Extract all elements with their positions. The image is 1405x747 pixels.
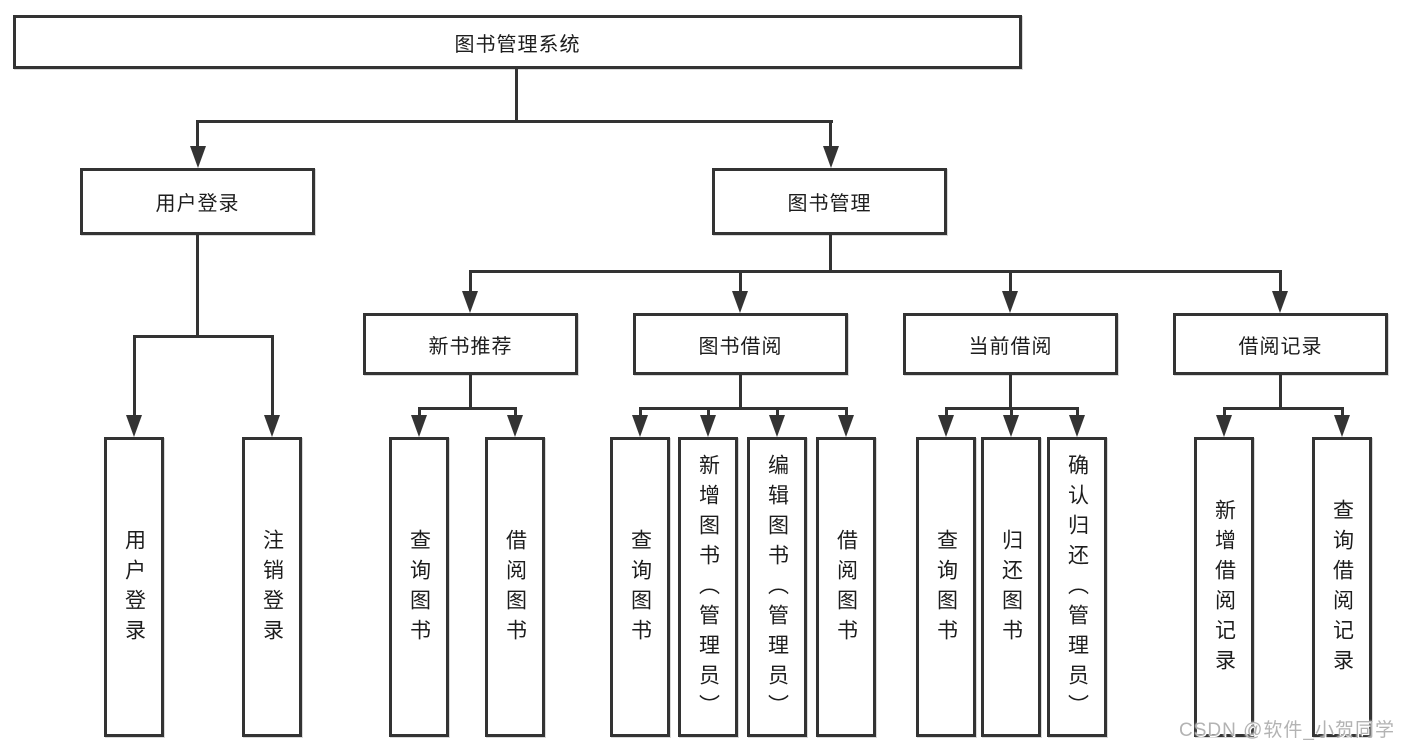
arrowhead-cb-leaf1	[938, 415, 954, 437]
leaf-label: 编辑图书（管理员）	[765, 454, 789, 724]
leaf-add-books-admin: 新增图书（管理员）	[678, 437, 738, 737]
node-library-management-system: 图书管理系统	[13, 15, 1022, 69]
edge-new-book-recommend-stem	[469, 375, 472, 407]
edge-cb-leaf3	[1076, 407, 1079, 417]
edge-to-current-borrow	[1009, 270, 1012, 293]
leaf-query-borrow-record: 查询借阅记录	[1312, 437, 1372, 737]
edge-book-borrow-stem	[739, 375, 742, 407]
node-new-book-recommend: 新书推荐	[363, 313, 578, 375]
arrowhead-bb-leaf1	[632, 415, 648, 437]
edge-bb-leaf1	[639, 407, 642, 417]
node-label: 图书管理系统	[454, 33, 581, 56]
edge-br-leaf2	[1341, 407, 1344, 417]
node-label: 当前借阅	[968, 335, 1053, 358]
edge-new-book-recommend-crossbar	[418, 407, 517, 410]
arrowhead-br-leaf1	[1216, 415, 1232, 437]
arrowhead-bb-leaf3	[769, 415, 785, 437]
leaf-label: 查询图书	[934, 529, 958, 649]
edge-to-borrow-records	[1279, 270, 1282, 293]
edge-to-leaf-user-login	[133, 335, 136, 417]
leaf-label: 新增借阅记录	[1212, 499, 1236, 679]
edge-to-book-borrow	[739, 270, 742, 293]
edge-current-borrow-stem	[1009, 375, 1012, 407]
edge-borrow-records-stem	[1279, 375, 1282, 407]
edge-root-crossbar	[196, 120, 833, 123]
edge-to-book-management	[829, 120, 832, 148]
leaf-label: 用户登录	[122, 529, 146, 649]
leaf-label: 新增图书（管理员）	[696, 454, 720, 724]
edge-cb-leaf1	[945, 407, 948, 417]
arrowhead-to-current-borrow	[1002, 291, 1018, 313]
edge-bb-leaf2	[707, 407, 710, 417]
node-borrow-records: 借阅记录	[1173, 313, 1388, 375]
leaf-confirm-return-admin: 确认归还（管理员）	[1047, 437, 1107, 737]
arrowhead-to-new-book-recommend	[462, 291, 478, 313]
arrowhead-br-leaf2	[1334, 415, 1350, 437]
arrowhead-to-borrow-records	[1272, 291, 1288, 313]
arrowhead-cb-leaf3	[1069, 415, 1085, 437]
arrowhead-nbr-leaf1	[411, 415, 427, 437]
edge-user-login-crossbar	[133, 335, 274, 338]
edge-cb-leaf2	[1010, 407, 1013, 417]
node-book-management: 图书管理	[712, 168, 947, 235]
leaf-label: 查询借阅记录	[1330, 499, 1354, 679]
leaf-logout: 注销登录	[242, 437, 302, 737]
leaf-label: 查询图书	[628, 529, 652, 649]
node-label: 图书借阅	[698, 335, 783, 358]
arrowhead-nbr-leaf2	[507, 415, 523, 437]
arrowhead-cb-leaf2	[1003, 415, 1019, 437]
node-label: 借阅记录	[1238, 335, 1323, 358]
arrowhead-bb-leaf2	[700, 415, 716, 437]
leaf-edit-books-admin: 编辑图书（管理员）	[747, 437, 807, 737]
leaf-query-books-recommend: 查询图书	[389, 437, 449, 737]
leaf-label: 注销登录	[260, 529, 284, 649]
node-label: 用户登录	[155, 193, 240, 215]
arrowhead-to-book-borrow	[732, 291, 748, 313]
csdn-watermark: CSDN @软件_小贺同学	[1179, 720, 1395, 741]
edge-nbr-leaf1	[418, 407, 421, 417]
leaf-user-login: 用户登录	[104, 437, 164, 737]
edge-root-stem	[515, 69, 518, 120]
edge-nbr-leaf2	[514, 407, 517, 417]
edge-borrow-records-crossbar	[1223, 407, 1344, 410]
node-user-login: 用户登录	[80, 168, 315, 235]
leaf-return-books: 归还图书	[981, 437, 1041, 737]
arrowhead-to-leaf-logout	[264, 415, 280, 437]
node-label: 新书推荐	[428, 335, 513, 358]
leaf-label: 借阅图书	[503, 529, 527, 649]
edge-to-user-login	[196, 120, 199, 148]
edge-br-leaf1	[1223, 407, 1226, 417]
edge-book-borrow-crossbar	[639, 407, 848, 410]
leaf-query-books-borrow: 查询图书	[610, 437, 670, 737]
leaf-borrow-books-recommend: 借阅图书	[485, 437, 545, 737]
node-label: 图书管理	[787, 193, 872, 215]
leaf-add-borrow-record: 新增借阅记录	[1194, 437, 1254, 737]
leaf-label: 确认归还（管理员）	[1065, 454, 1089, 724]
edge-bb-leaf4	[845, 407, 848, 417]
leaf-borrow-books: 借阅图书	[816, 437, 876, 737]
edge-book-management-stem	[829, 235, 832, 270]
edge-bb-leaf3	[776, 407, 779, 417]
leaf-label: 归还图书	[999, 529, 1023, 649]
arrowhead-to-leaf-user-login	[126, 415, 142, 437]
arrowhead-to-user-login	[190, 146, 206, 168]
arrowhead-to-book-management	[823, 146, 839, 168]
leaf-label: 借阅图书	[834, 529, 858, 649]
edge-to-leaf-logout	[271, 335, 274, 417]
arrowhead-bb-leaf4	[838, 415, 854, 437]
node-book-borrow: 图书借阅	[633, 313, 848, 375]
edge-user-login-stem	[196, 235, 199, 335]
edge-to-new-book-recommend	[469, 270, 472, 293]
edge-book-management-crossbar	[469, 270, 1282, 273]
node-current-borrow: 当前借阅	[903, 313, 1118, 375]
leaf-query-books-current: 查询图书	[916, 437, 976, 737]
leaf-label: 查询图书	[407, 529, 431, 649]
